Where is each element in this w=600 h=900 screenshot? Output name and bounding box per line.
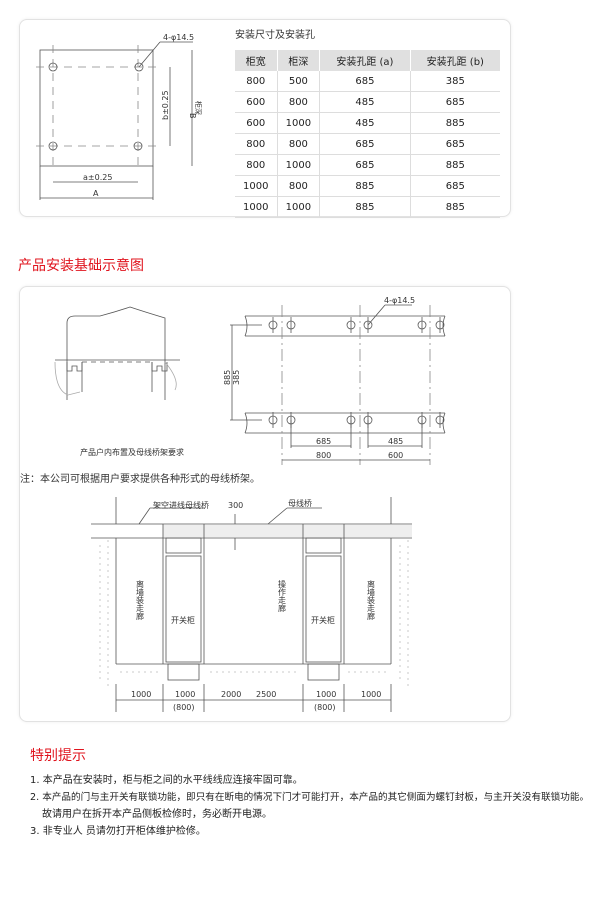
dim-885: 885 — [223, 370, 232, 385]
tip-item: 3. 非专业人 员请勿打开柜体维护检修。 — [30, 826, 206, 837]
tips-title: 特别提示 — [30, 748, 86, 764]
mount-hole — [48, 62, 58, 72]
table-cell: 885 — [319, 175, 411, 197]
operation-corridor-label: 操作走廊 — [278, 579, 287, 613]
bridge-note: 注：本公司可根据用户要求提供各种形式的母线桥架。 — [20, 472, 260, 485]
a-dim-label: a±0.25 — [83, 173, 112, 182]
foundation-rail-diagram: 4-φ14.5 885 385 685 485 800 600 — [223, 296, 446, 465]
table-cell: 1000 — [277, 196, 321, 218]
table-cell: 885 — [410, 154, 500, 176]
table-cell: 685 — [410, 133, 500, 155]
tip-item: 故请用户在拆开本产品侧板检修时，务必断开电源。 — [42, 809, 272, 820]
table-cell: 800 — [235, 154, 278, 176]
tip-item: 2. 本产品的门与主开关有联锁功能，即只有在断电的情况下门才可能打开，本产品的其… — [30, 792, 590, 803]
dim-685: 685 — [316, 437, 331, 446]
switchgear-label: 开关柜 — [171, 615, 195, 625]
b-dim-label: b±0.25 — [161, 90, 170, 120]
table-cell: 1000 — [277, 154, 321, 176]
col-header: 柜深 — [277, 50, 321, 71]
depth-label: 柜深 — [194, 101, 203, 115]
table-cell: 385 — [410, 71, 500, 92]
table-cell: 600 — [235, 112, 278, 134]
col-header: 安装孔距 (a) — [319, 50, 411, 71]
table-cell: 500 — [277, 71, 321, 92]
wall-corridor-label: 离墙装走廊 — [367, 579, 376, 621]
table-title: 安装尺寸及安装孔 — [235, 30, 315, 41]
table-cell: 885 — [319, 196, 411, 218]
table-cell: 800 — [277, 91, 321, 113]
dim-label: 1000 — [361, 690, 381, 699]
table-cell: 800 — [277, 175, 321, 197]
table-cell: 885 — [410, 112, 500, 134]
dim-label: 2500 — [256, 690, 276, 699]
foundation-panel — [19, 286, 511, 722]
table-cell: 600 — [235, 91, 278, 113]
mounting-plan-diagram: 4-φ14.5 b±0.25 B 柜深 a±0.25 A — [36, 33, 203, 200]
table-cell: 685 — [319, 154, 411, 176]
A-dim-label: A — [93, 189, 99, 198]
dim-800: 800 — [316, 451, 331, 460]
table-cell: 485 — [319, 112, 411, 134]
layout-plan-diagram: 架空进线母线桥 300 母线桥 离墙装走廊 操作走廊 离墙装走廊 开关柜 开关柜… — [91, 497, 412, 712]
alt-dim-label: (800) — [173, 703, 195, 712]
diagram-caption: 产品户内布置及母线桥架要求 — [80, 447, 184, 457]
wall-corridor-label: 离墙装走廊 — [136, 579, 145, 621]
table-cell: 685 — [410, 91, 500, 113]
table-cell: 685 — [319, 71, 411, 92]
tip-item: 1. 本产品在安装时，柜与柜之间的水平线线应连接牢固可靠。 — [30, 775, 303, 786]
mount-hole — [133, 141, 143, 151]
mount-hole — [48, 141, 58, 151]
hole-label: 4-φ14.5 — [384, 296, 415, 305]
cabinet-outline — [39, 49, 154, 167]
overhead-bridge-label: 架空进线母线桥 — [153, 500, 209, 510]
col-header: 柜宽 — [235, 50, 278, 71]
B-dim-label: B — [188, 113, 197, 119]
dim-385: 385 — [232, 370, 241, 385]
section-title: 产品安装基础示意图 — [18, 258, 144, 274]
table-cell: 685 — [410, 175, 500, 197]
dim-label: 1000 — [131, 690, 151, 699]
table-cell: 885 — [410, 196, 500, 218]
cabinet-section-diagram: 产品户内布置及母线桥架要求 — [54, 306, 184, 457]
bus-bridge-label: 母线桥 — [288, 498, 312, 508]
dim-label: 2000 — [221, 690, 241, 699]
table-cell: 800 — [277, 133, 321, 155]
mount-hole — [134, 62, 144, 72]
switchgear-label: 开关柜 — [311, 615, 335, 625]
table-cell: 1000 — [235, 175, 278, 197]
table-cell: 485 — [319, 91, 411, 113]
table-cell: 1000 — [277, 112, 321, 134]
table-cell: 800 — [235, 133, 278, 155]
col-header: 安装孔距 (b) — [410, 50, 500, 71]
alt-dim-label: (800) — [314, 703, 336, 712]
table-cell: 1000 — [235, 196, 278, 218]
tips-list: 1. 本产品在安装时，柜与柜之间的水平线线应连接牢固可靠。 2. 本产品的门与主… — [30, 772, 600, 840]
dim-label: 1000 — [316, 690, 336, 699]
table-cell: 800 — [235, 71, 278, 92]
dim-600: 600 — [388, 451, 403, 460]
table-cell: 685 — [319, 133, 411, 155]
hole-label: 4-φ14.5 — [163, 33, 194, 42]
dim-label: 1000 — [175, 690, 195, 699]
dim-300: 300 — [228, 501, 243, 510]
dim-485: 485 — [388, 437, 403, 446]
